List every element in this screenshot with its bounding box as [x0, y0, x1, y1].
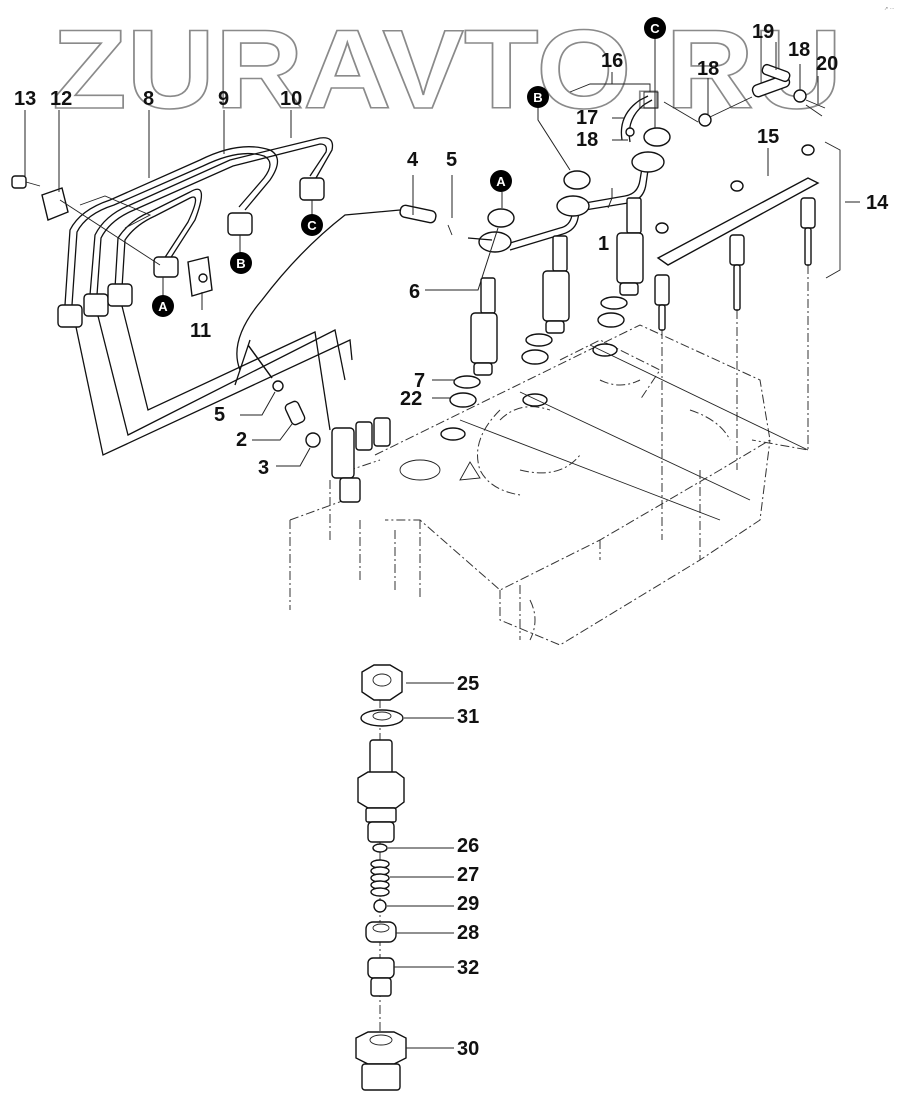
injection-pipe-1 [467, 151, 665, 253]
label-13: 13 [14, 88, 36, 110]
clip-18-hose [625, 127, 635, 137]
part-labels: 1 2 3 4 5 5 6 7 8 9 10 11 12 13 14 15 16… [14, 21, 889, 1060]
label-12: 12 [50, 88, 72, 110]
label-28: 28 [457, 922, 479, 944]
label-9: 9 [218, 88, 229, 110]
label-15: 15 [757, 126, 779, 148]
shim-26 [372, 843, 388, 853]
ref-marker-c-left: C [301, 214, 323, 236]
label-29: 29 [457, 893, 479, 915]
label-16: 16 [601, 50, 623, 72]
label-18-right: 18 [788, 39, 810, 61]
label-3: 3 [258, 457, 269, 479]
label-5-lower: 5 [214, 404, 225, 426]
ref-marker-c-right: C [644, 17, 666, 39]
label-6: 6 [409, 281, 420, 303]
label-11: 11 [190, 320, 211, 342]
label-7: 7 [414, 370, 425, 392]
exploded-injector [355, 664, 407, 1091]
label-27: 27 [457, 864, 479, 886]
label-14: 14 [866, 192, 889, 214]
washer-31 [360, 709, 404, 727]
leak-off-hose-4 [399, 204, 437, 224]
nut-25 [361, 664, 403, 701]
label-2: 2 [236, 429, 247, 451]
leader-lines [24, 37, 860, 1049]
label-31: 31 [457, 706, 479, 728]
watermark: ZURAVTO.RU [52, 7, 842, 132]
ref-marker-b-right: B [527, 86, 549, 108]
bus-bar-15 [656, 177, 820, 266]
label-25: 25 [457, 673, 479, 695]
clamp-12 [41, 187, 69, 221]
corner-mark: ↗ ··· [884, 6, 895, 12]
label-20: 20 [816, 53, 838, 75]
label-4: 4 [407, 149, 419, 171]
svg-text:C: C [650, 21, 660, 36]
spring-27 [370, 859, 390, 897]
return-line [569, 63, 826, 143]
ref-marker-a-left: A [152, 295, 174, 317]
label-8: 8 [143, 88, 154, 110]
nut-a [487, 208, 515, 228]
label-1: 1 [598, 233, 609, 255]
banjo-bolt-2 [284, 400, 306, 426]
nozzle-32 [367, 957, 395, 979]
screw-13 [11, 175, 27, 189]
label-17: 17 [576, 107, 598, 129]
glow-plugs-14 [654, 144, 816, 331]
label-10: 10 [280, 88, 302, 110]
seal-22 [449, 392, 477, 408]
injector-3 [616, 197, 644, 296]
nut-c [643, 127, 671, 147]
label-18-mid: 18 [697, 58, 719, 80]
svg-text:A: A [496, 174, 506, 189]
nozzle-nut-30 [355, 1031, 407, 1065]
injection-pipes-8-9-10 [57, 137, 353, 456]
svg-text:B: B [236, 256, 245, 271]
cylinder-head [289, 324, 771, 646]
pin-29 [373, 899, 387, 913]
label-32: 32 [457, 957, 479, 979]
label-22: 22 [400, 388, 422, 410]
injector-1 [470, 277, 498, 376]
label-5-upper: 5 [446, 149, 457, 171]
label-26: 26 [457, 835, 479, 857]
label-19: 19 [752, 21, 774, 43]
ref-marker-a-right: A [490, 170, 512, 192]
label-30: 30 [457, 1038, 479, 1060]
injector-body [369, 739, 393, 777]
label-18-hose: 18 [576, 129, 598, 151]
nut-b [563, 170, 591, 190]
svg-text:C: C [307, 218, 317, 233]
sealing-washer-7 [453, 375, 481, 389]
hose-clip-5-lower [272, 380, 284, 392]
svg-text:A: A [158, 299, 168, 314]
ref-marker-b-left: B [230, 252, 252, 274]
washer-3 [305, 432, 321, 448]
svg-text:B: B [533, 90, 542, 105]
injector-2 [542, 235, 570, 334]
injection-pump-outlets [331, 417, 391, 503]
